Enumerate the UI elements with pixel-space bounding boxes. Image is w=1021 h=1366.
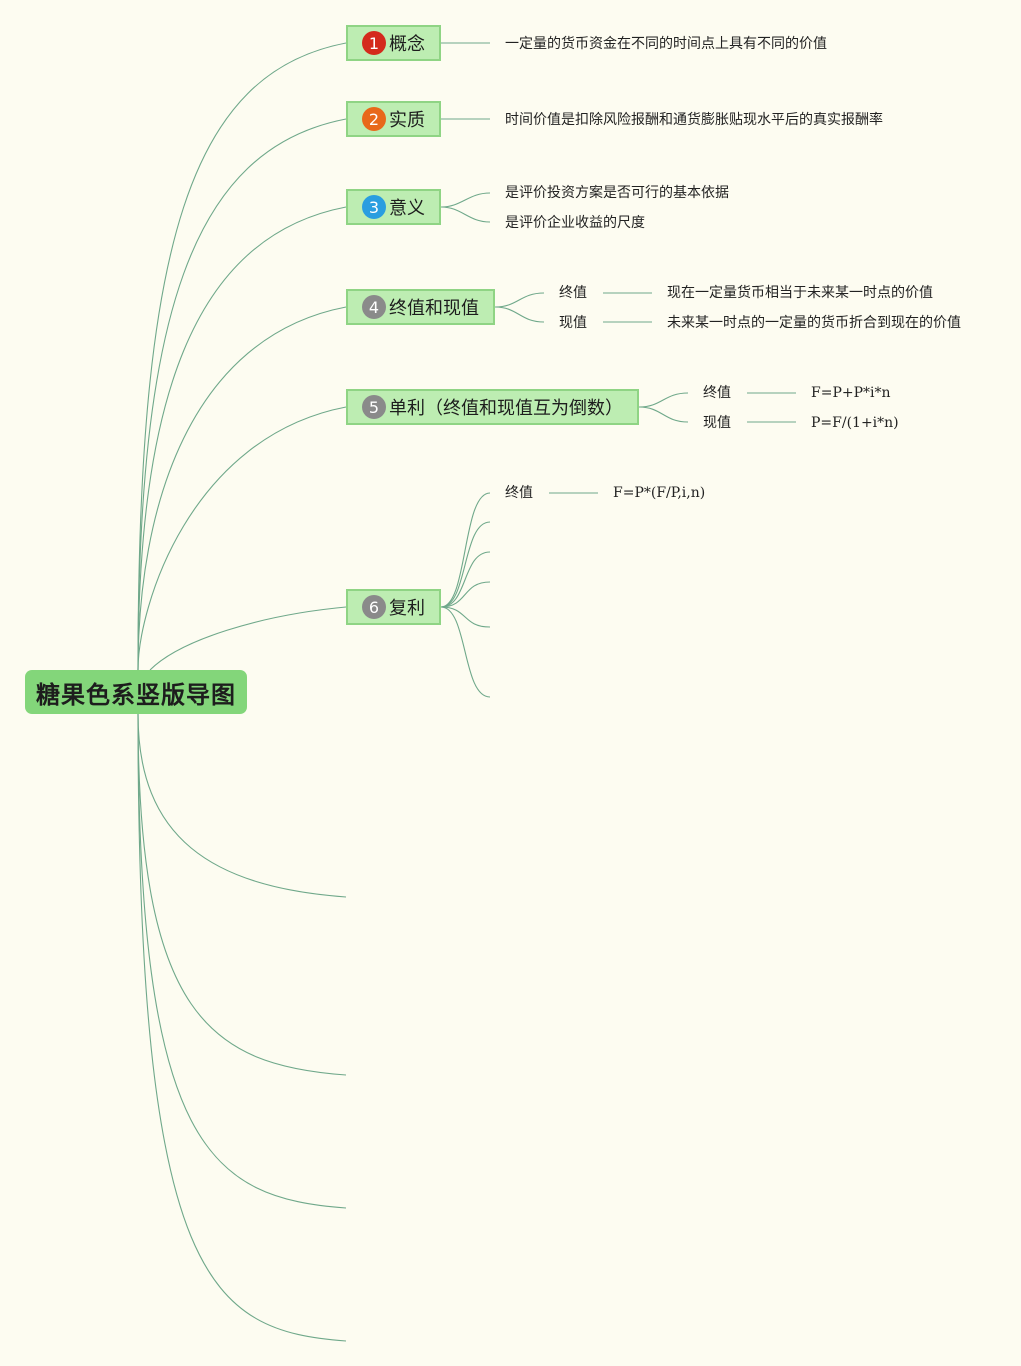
link-simple-2 [638, 406, 689, 423]
formula-simple-future-value[interactable]: F=P+P*i*n [811, 385, 891, 401]
root-link-empty-2 [137, 713, 347, 1076]
root-title: 糖果色系竖版导图 [36, 680, 236, 709]
leaf-future-value-definition[interactable]: 现在一定量货币相当于未来某一时点的价值 [667, 285, 933, 301]
sub-simple-present-value[interactable]: 现值 [703, 415, 731, 431]
link-fpv-1 [494, 292, 545, 308]
badge-6-icon: 6 [362, 595, 386, 619]
root-link-2 [137, 118, 347, 671]
link-compound-4 [440, 581, 491, 608]
sub-simple-future-value[interactable]: 终值 [703, 385, 731, 401]
link-compound-3 [440, 551, 491, 608]
sub-compound-future-value[interactable]: 终值 [505, 485, 533, 501]
leaf-essence-definition[interactable]: 时间价值是扣除风险报酬和通货膨胀贴现水平后的真实报酬率 [505, 112, 883, 128]
formula-compound-future-value[interactable]: F=P*(F/P,i,n) [613, 485, 706, 501]
link-compound-1 [440, 492, 491, 608]
sub-future-value[interactable]: 终值 [559, 285, 587, 301]
badge-1-icon: 1 [362, 31, 386, 55]
formula-simple-present-value[interactable]: P=F/(1+i*n) [811, 415, 899, 431]
topic-simple-interest[interactable]: 5 单利（终值和现值互为倒数） [346, 389, 639, 425]
topic-label: 复利 [389, 598, 425, 619]
badge-2-icon: 2 [362, 107, 386, 131]
root-link-4 [137, 306, 347, 671]
root-link-empty-4 [137, 713, 347, 1342]
link-fpv-2 [494, 306, 545, 323]
link-significance-1 [440, 192, 491, 208]
topic-concept[interactable]: 1 概念 [346, 25, 441, 61]
root-link-empty-3 [137, 713, 347, 1209]
root-link-6 [149, 606, 347, 671]
topic-label: 实质 [389, 110, 425, 131]
root-link-3 [137, 206, 347, 671]
leaf-significance-1[interactable]: 是评价投资方案是否可行的基本依据 [505, 185, 729, 201]
topic-label: 意义 [389, 198, 425, 219]
root-link-empty-1 [137, 713, 347, 898]
topic-essence[interactable]: 2 实质 [346, 101, 441, 137]
leaf-concept-definition[interactable]: 一定量的货币资金在不同的时间点上具有不同的价值 [505, 36, 827, 52]
link-compound-6 [440, 606, 491, 698]
topic-label: 概念 [389, 34, 425, 55]
root-link-5 [137, 406, 347, 671]
topic-label: 单利（终值和现值互为倒数） [389, 398, 623, 419]
leaf-significance-2[interactable]: 是评价企业收益的尺度 [505, 215, 645, 231]
badge-3-icon: 3 [362, 195, 386, 219]
topic-label: 终值和现值 [389, 298, 479, 319]
badge-4-icon: 4 [362, 295, 386, 319]
topic-future-present-value[interactable]: 4 终值和现值 [346, 289, 495, 325]
topic-compound-interest[interactable]: 6 复利 [346, 589, 441, 625]
leaf-present-value-definition[interactable]: 未来某一时点的一定量的货币折合到现在的价值 [667, 315, 961, 331]
link-significance-2 [440, 206, 491, 223]
root-topic[interactable]: 糖果色系竖版导图 [25, 670, 247, 714]
badge-5-icon: 5 [362, 395, 386, 419]
sub-present-value[interactable]: 现值 [559, 315, 587, 331]
link-simple-1 [638, 392, 689, 408]
link-compound-2 [440, 521, 491, 608]
root-link-1 [137, 42, 347, 671]
topic-significance[interactable]: 3 意义 [346, 189, 441, 225]
link-compound-5 [440, 606, 491, 628]
